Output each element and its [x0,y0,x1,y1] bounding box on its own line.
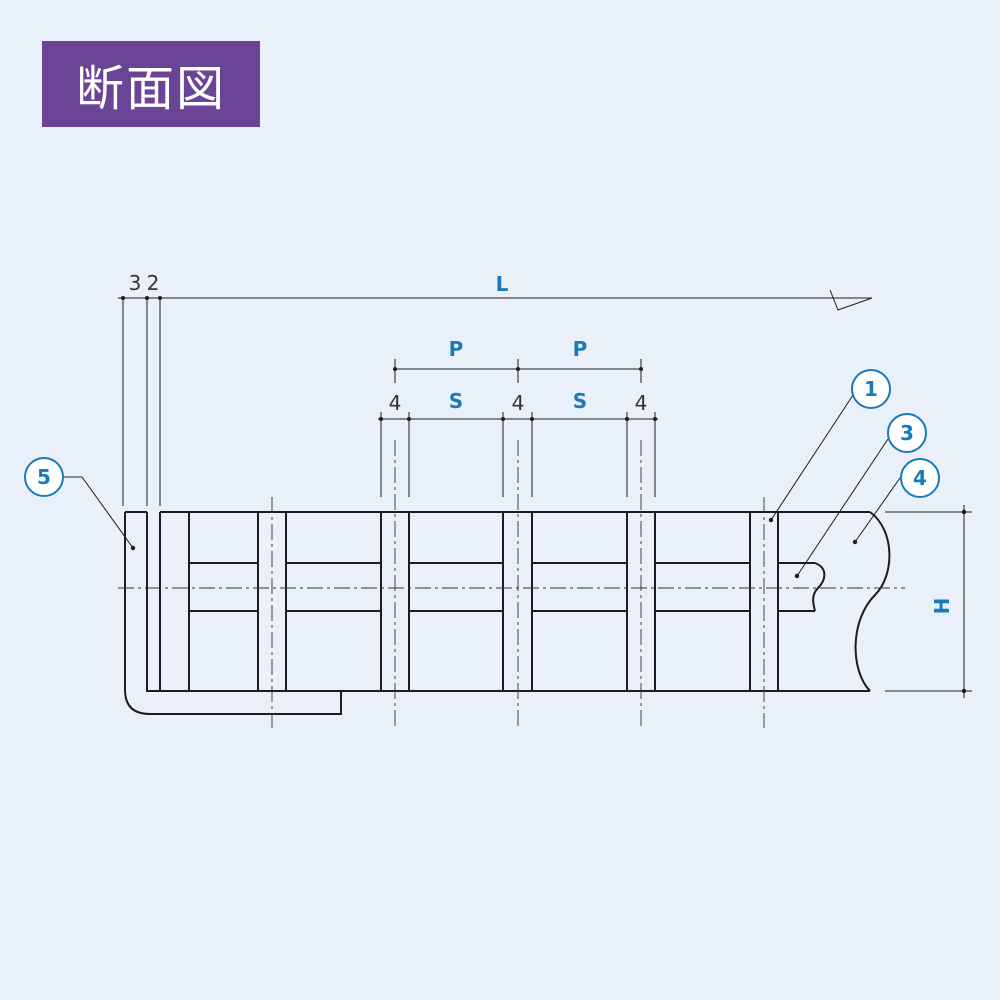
center-lines [118,440,905,728]
dim-gap2-label: 4 [512,391,525,415]
callout-5-label: 5 [37,465,51,489]
dimension-L [118,289,873,506]
dim-L-label: L [496,272,509,296]
dimension-P [393,359,643,383]
dim-S2-label: S [573,389,587,413]
callout-1-label: 1 [864,377,878,401]
grating-outline [159,511,891,692]
dim-3-label: 3 [129,271,142,295]
callout-3-label: 3 [900,421,914,445]
leader-lines [63,391,901,579]
dim-P2-label: P [573,337,588,361]
callout-4: 4 [900,458,940,498]
callout-3: 3 [887,413,927,453]
dim-gap1-label: 4 [389,391,402,415]
dimension-H [885,505,972,698]
callout-4-label: 4 [913,466,927,490]
end-frame [124,511,342,715]
callout-5: 5 [24,457,64,497]
dim-P1-label: P [449,337,464,361]
page-title: 断面図 [75,61,226,117]
dimension-S [378,412,658,497]
dim-2-label: 2 [147,271,160,295]
dim-S1-label: S [449,389,463,413]
title-box: 断面図 [42,41,260,127]
dim-gap3-label: 4 [635,391,648,415]
dim-H-label: H [930,598,954,615]
callout-1: 1 [851,369,891,409]
